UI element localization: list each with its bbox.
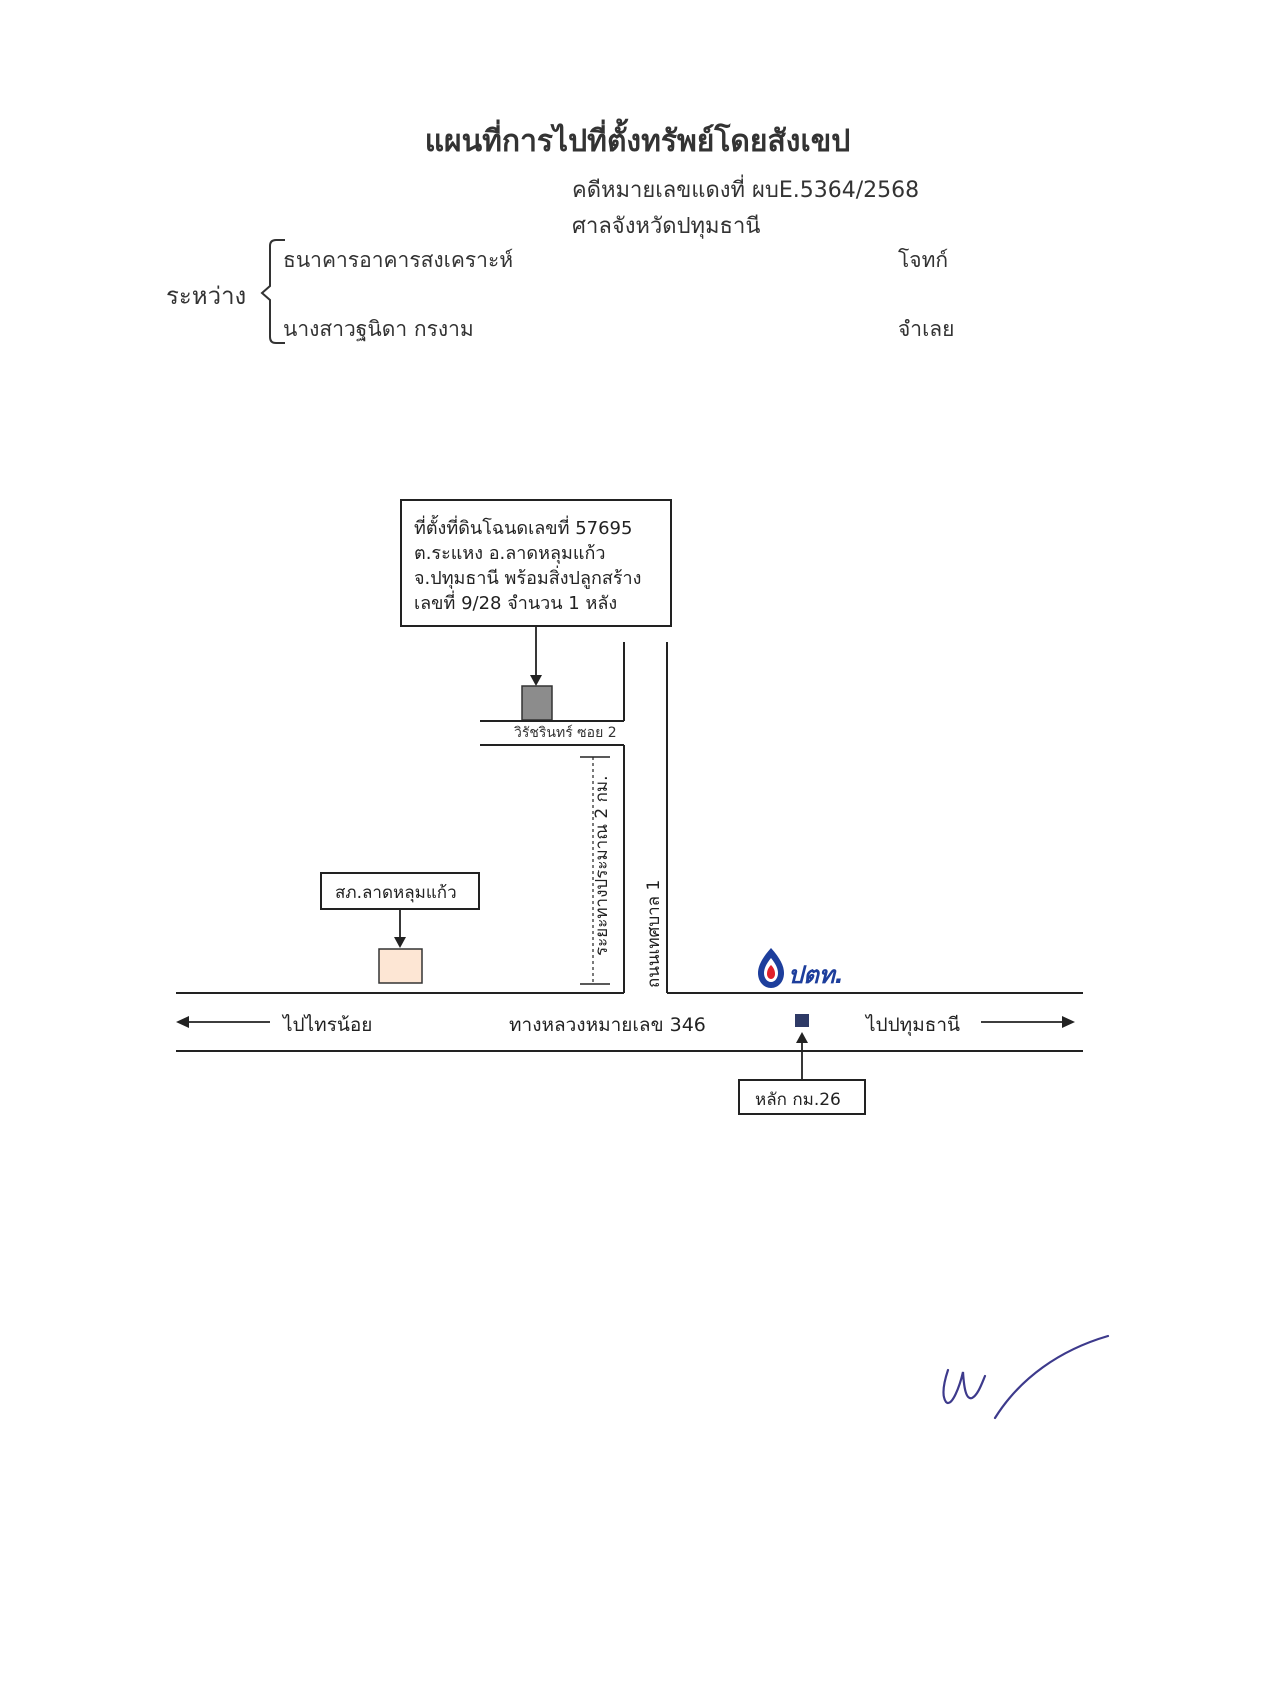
property-callout-line: จ.ปทุมธานี พร้อมสิ่งปลูกสร้าง [414,568,642,589]
property-callout-line: เลขที่ 9/28 จำนวน 1 หลัง [414,593,618,614]
defendant-role: จำเลย [898,317,955,341]
ptt-brand-text: ปตท. [788,961,844,989]
plaintiff-role: โจทก์ [898,248,949,272]
police-station [378,948,423,984]
property-callout-line: ที่ตั้งที่ดินโฉนดเลขที่ 57695 [414,518,633,539]
km-marker-label: หลัก กม.26 [755,1090,841,1110]
right-direction-label: ไปปทุมธานี [866,1014,960,1036]
court-name: ศาลจังหวัดปทุมธานี [572,214,761,239]
ptt-logo-icon [758,948,784,988]
right-arrowhead-icon [1062,1016,1075,1028]
case-number: คดีหมายเลขแดงที่ ผบE.5364/2568 [572,178,920,203]
distance-label: ระยะทางประมาณ 2 กม. [592,775,612,956]
between-label: ระหว่าง [166,282,247,310]
property-callout-text: ที่ตั้งที่ดินโฉนดเลขที่ 57695 ต.ระแหง อ.… [414,516,641,616]
defendant-name: นางสาวฐนิดา กรงาม [283,317,474,341]
signature-mark [942,1334,1110,1420]
property-callout-box [400,499,672,627]
soi-label: วิรัชรินทร์ ซอย 2 [514,725,617,741]
left-direction-label: ไปไทรน้อย [283,1014,373,1036]
km-marker [795,1014,809,1027]
page-title: แผนที่การไปที่ตั้งทรัพย์โดยสังเขป [424,124,851,159]
property-building [521,685,553,721]
km-marker-box [738,1079,866,1115]
plaintiff-name: ธนาคารอาคารสงเคราะห์ [283,248,514,272]
police-label: สภ.ลาดหลุมแก้ว [335,883,457,903]
left-arrowhead-icon [176,1016,189,1028]
road-label: ถนนเทศบาล 1 [644,879,664,988]
highway-label: ทางหลวงหมายเลข 346 [509,1014,706,1036]
party-bracket [260,239,285,344]
property-callout-line: ต.ระแหง อ.ลาดหลุมแก้ว [414,543,606,564]
